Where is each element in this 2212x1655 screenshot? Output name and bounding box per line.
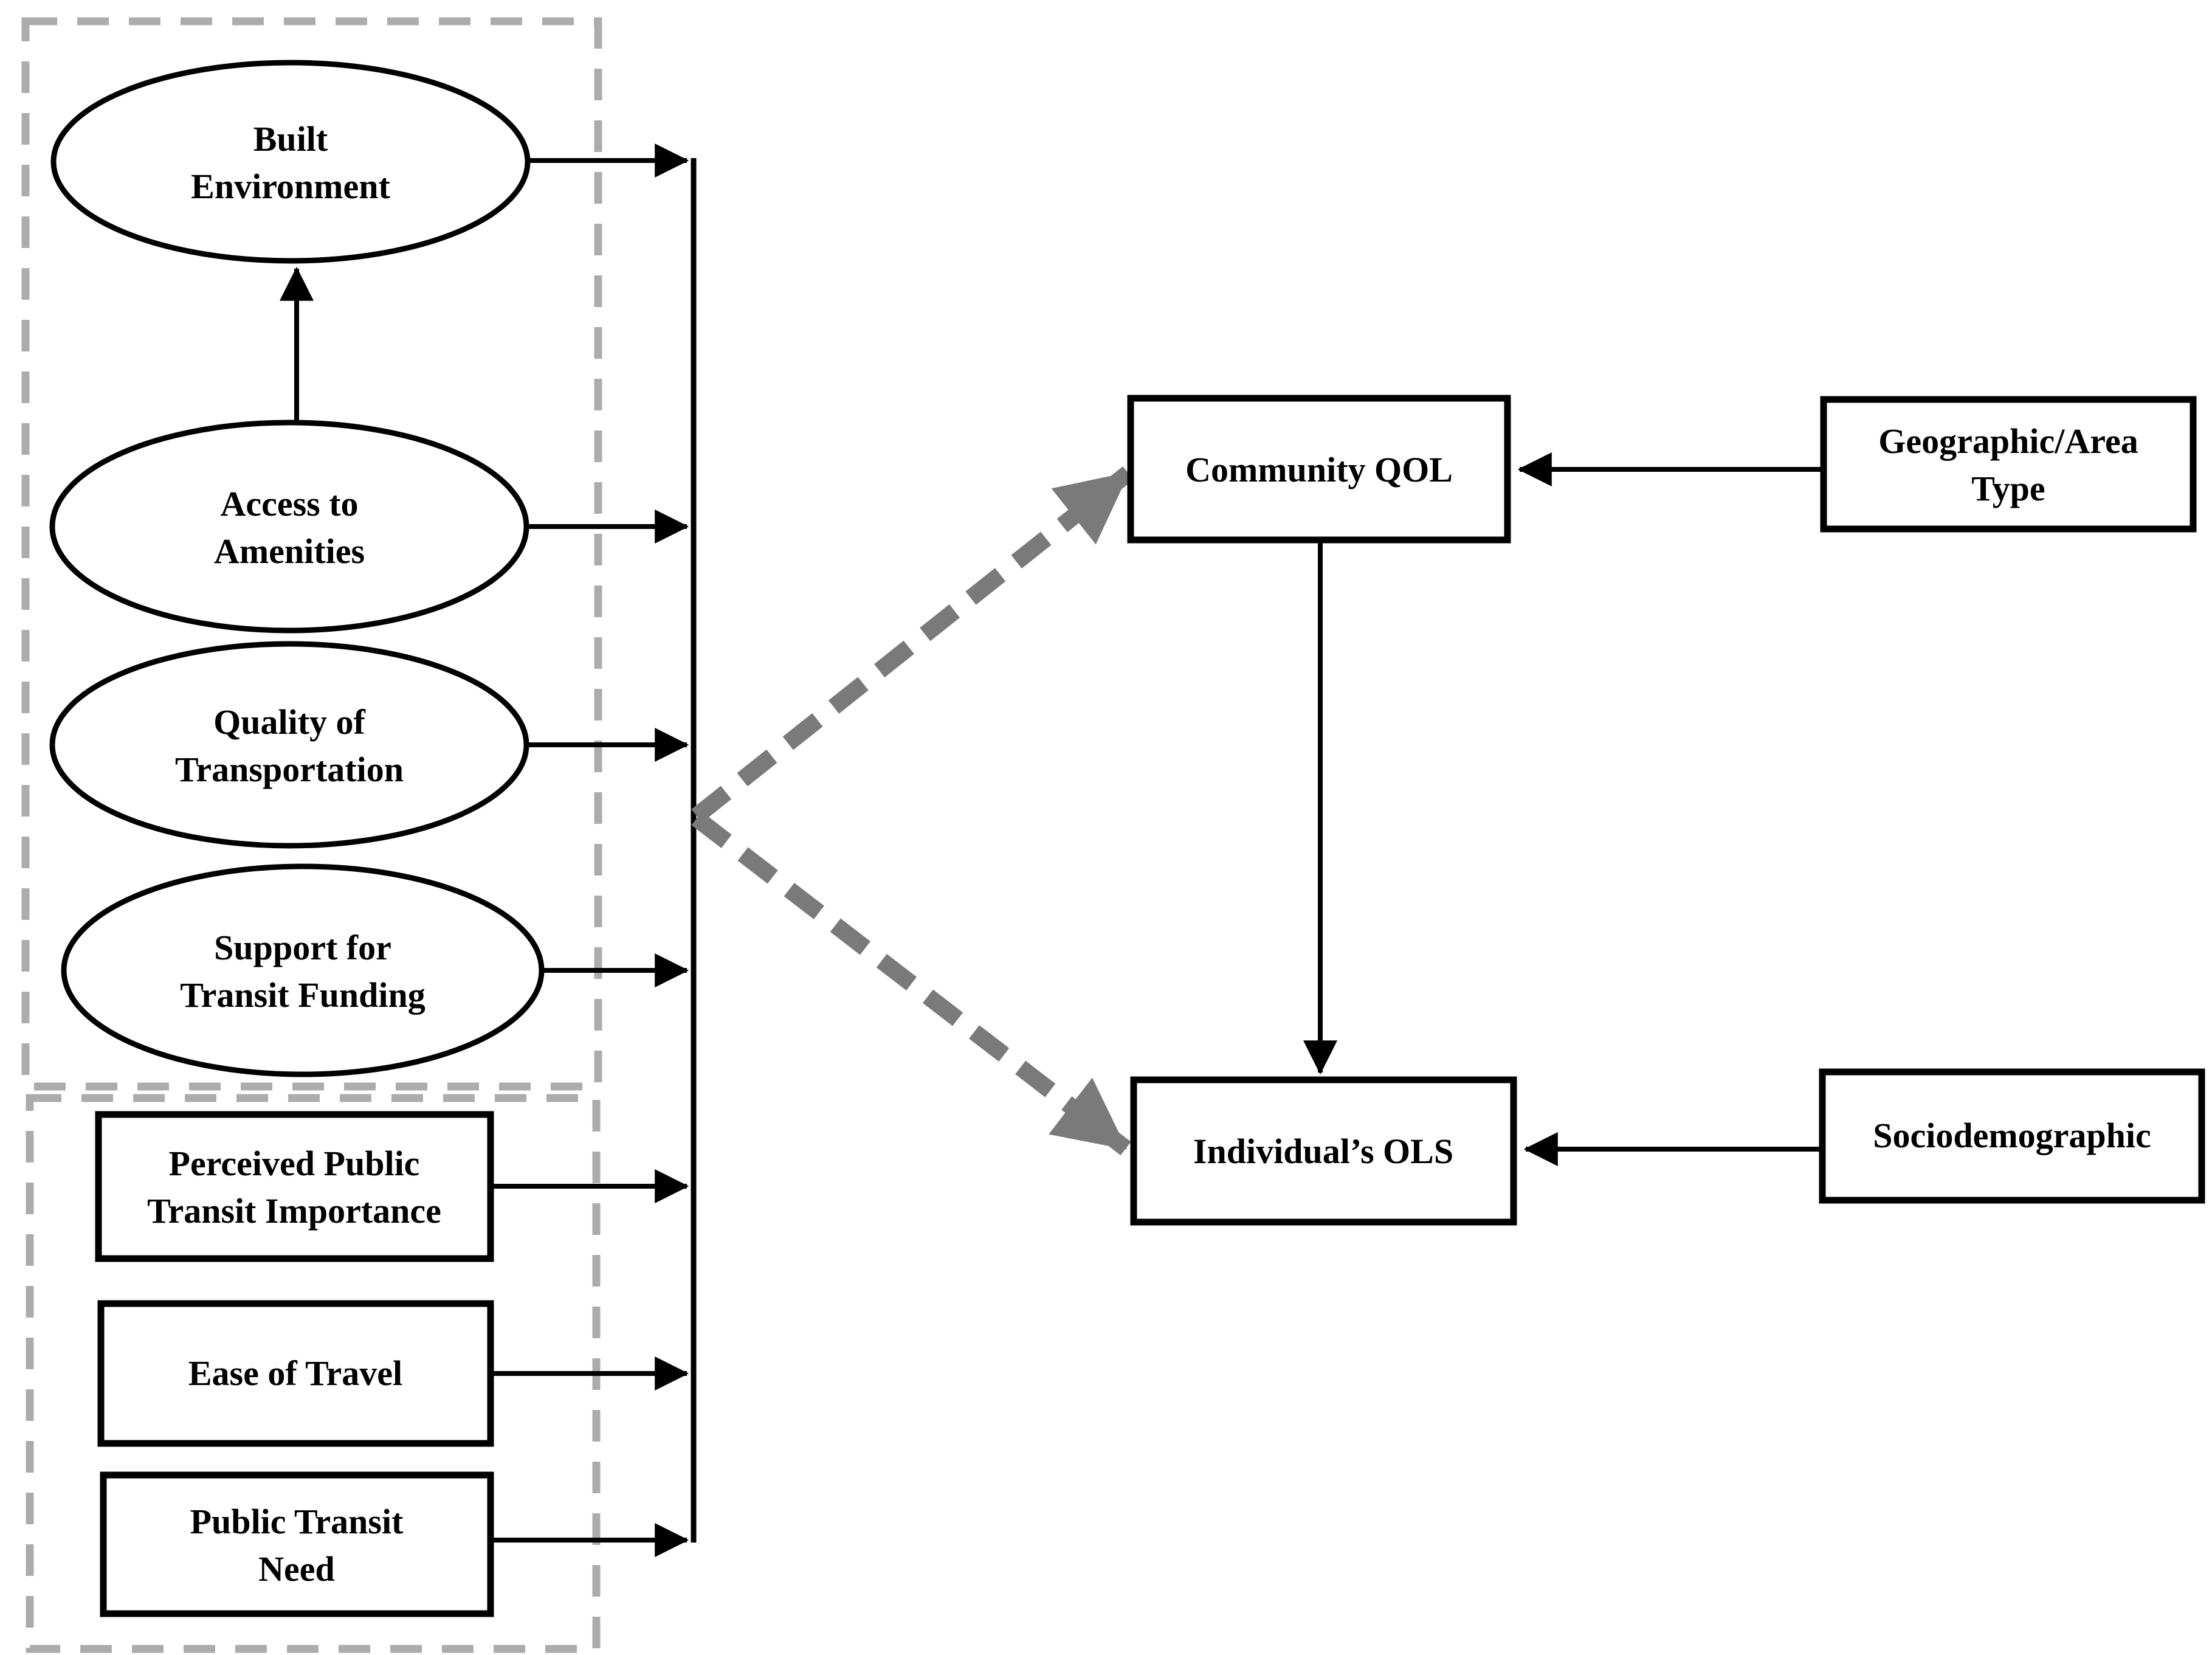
box-ease-of-travel — [97, 1300, 494, 1447]
label-quality-of-transportation-line1: Quality of — [213, 702, 365, 742]
dashed-arrow-spine-to-individual-ols — [691, 811, 1131, 1156]
label-perceived-importance-line2: Transit Importance — [147, 1191, 441, 1231]
label-individual-ols: Individual’s OLS — [1193, 1132, 1453, 1171]
ellipse-support-for-transit-funding — [61, 863, 545, 1077]
box-geographic-area-type — [1820, 396, 2197, 533]
ellipse-quality-of-transportation — [49, 641, 529, 849]
box-sociodemographic — [1819, 1068, 2205, 1204]
label-sociodemographic: Sociodemographic — [1873, 1116, 2151, 1155]
label-built-environment-line1: Built — [253, 119, 328, 159]
ellipse-access-to-amenities — [49, 420, 529, 634]
label-quality-of-transportation-line2: Transportation — [175, 750, 404, 789]
dashed-arrow-spine-to-community-qol — [691, 466, 1134, 823]
perception-factors-group-outline — [21, 17, 602, 1091]
label-ease-of-travel: Ease of Travel — [188, 1353, 402, 1393]
label-community-qol: Community QOL — [1185, 450, 1453, 489]
label-public-transit-need-line2: Need — [258, 1549, 335, 1589]
ellipse-built-environment — [50, 60, 531, 264]
label-access-to-amenities-line1: Access to — [220, 484, 358, 523]
label-access-to-amenities-line2: Amenities — [214, 531, 365, 571]
label-public-transit-need-line1: Public Transit — [190, 1502, 404, 1541]
label-built-environment-line2: Environment — [191, 167, 390, 206]
box-individual-ols — [1130, 1076, 1517, 1226]
label-perceived-importance-line1: Perceived Public — [169, 1144, 420, 1183]
box-community-qol — [1127, 395, 1511, 544]
label-geographic-area-type-line1: Geographic/Area — [1878, 421, 2138, 461]
label-support-for-transit-funding-line2: Transit Funding — [180, 975, 425, 1015]
label-support-for-transit-funding-line1: Support for — [214, 928, 391, 967]
box-perceived-public-transit-importance — [95, 1111, 494, 1262]
box-public-transit-need — [100, 1471, 494, 1617]
label-geographic-area-type-line2: Type — [1971, 469, 2045, 508]
